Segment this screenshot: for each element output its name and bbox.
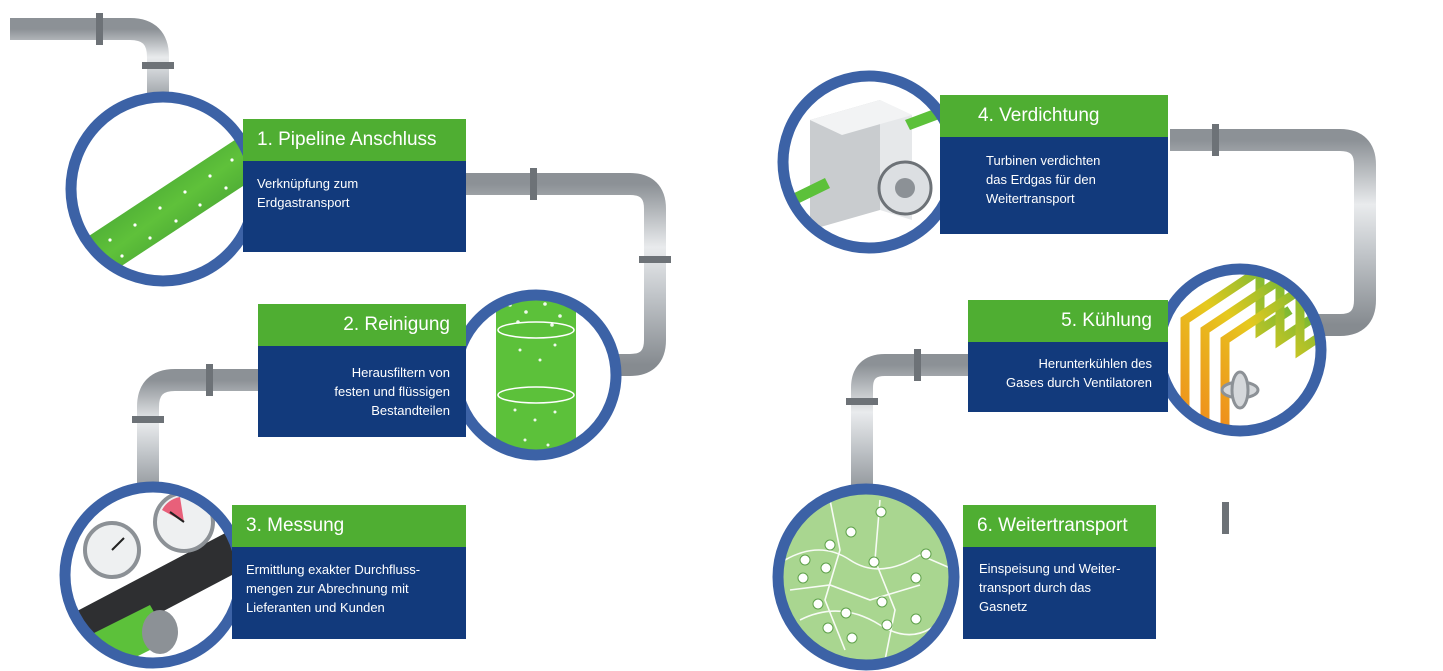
step-description: Einspeisung und Weiter- transport durch …	[963, 547, 1156, 639]
step-card-pipeline-connection: 1. Pipeline Anschluss Verknüpfung zum Er…	[243, 119, 466, 252]
step-card-measuring: 3. Messung Ermittlung exakter Durchfluss…	[232, 505, 466, 639]
pipeline-connection-illustration	[65, 91, 261, 287]
step-card-cooling: 5. Kühlung Herunterkühlen des Gases durc…	[968, 300, 1168, 412]
step-description: Turbinen verdichten das Erdgas für den W…	[940, 137, 1168, 234]
step-card-compression: 4. Verdichtung Turbinen verdichten das E…	[940, 95, 1168, 234]
step-title: 3. Messung	[232, 505, 466, 547]
step-title: 6. Weitertransport	[963, 505, 1156, 547]
compression-turbine-illustration	[777, 70, 961, 254]
step-title: 4. Verdichtung	[940, 95, 1168, 137]
measuring-gauges-illustration	[59, 481, 247, 669]
gas-network-map-illustration	[772, 483, 960, 671]
step-description: Herausfiltern von festen und flüssigen B…	[258, 346, 466, 437]
step-title: 2. Reinigung	[258, 304, 466, 346]
cleaning-filter-illustration	[450, 289, 622, 461]
step-card-cleaning: 2. Reinigung Herausfiltern von festen un…	[258, 304, 466, 437]
step-title: 5. Kühlung	[968, 300, 1168, 342]
cooling-coils-illustration	[1153, 263, 1327, 437]
step-description: Ermittlung exakter Durchfluss- mengen zu…	[232, 547, 466, 639]
step-card-onward-transport: 6. Weitertransport Einspeisung und Weite…	[963, 505, 1156, 639]
step-description: Herunterkühlen des Gases durch Ventilato…	[968, 342, 1168, 412]
step-description: Verknüpfung zum Erdgastransport	[243, 161, 466, 252]
step-title: 1. Pipeline Anschluss	[243, 119, 466, 161]
pipeline	[10, 18, 1443, 671]
pipe-flanges	[96, 13, 1229, 534]
